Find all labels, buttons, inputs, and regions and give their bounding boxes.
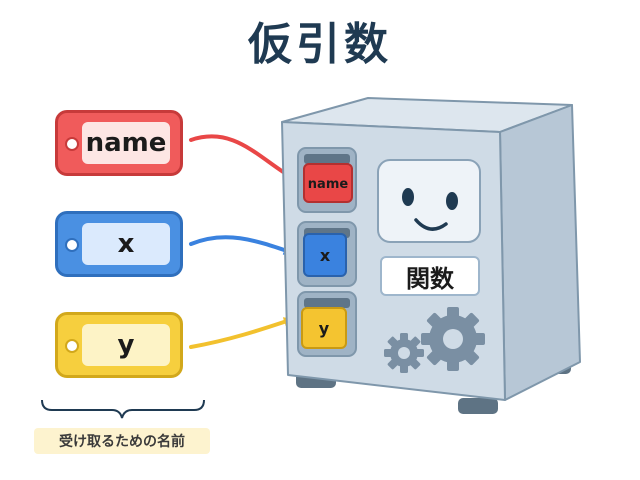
card-y-shape	[301, 307, 347, 349]
tag-label: name	[82, 122, 170, 164]
brace	[41, 399, 205, 419]
tag-hole	[65, 137, 79, 151]
slot-card-name: name	[307, 176, 349, 192]
tag-hole	[65, 339, 79, 353]
machine-foot	[458, 398, 498, 414]
function-label: 関数	[380, 256, 480, 296]
parameter-tag-name: name	[55, 110, 183, 176]
slot-card-y: y	[318, 318, 330, 338]
page-title: 仮引数	[248, 19, 392, 70]
machine-side	[499, 104, 581, 401]
tag-hole	[65, 238, 79, 252]
tag-label: y	[82, 324, 170, 366]
parameter-tag-y: y	[55, 312, 183, 378]
smiling-face-icon	[377, 159, 481, 243]
caption: 受け取るための名前	[34, 428, 210, 454]
gear-large-icon	[421, 307, 485, 371]
card-name-shape	[303, 163, 353, 203]
arrow-y	[189, 317, 294, 349]
gear-small-icon	[384, 333, 424, 373]
slot-card-x: x	[319, 245, 331, 265]
parameter-tag-x: x	[55, 211, 183, 277]
tag-label: x	[82, 223, 170, 265]
arrow-x	[189, 235, 294, 255]
card-x-shape	[303, 233, 347, 277]
arrow-name	[189, 134, 300, 182]
